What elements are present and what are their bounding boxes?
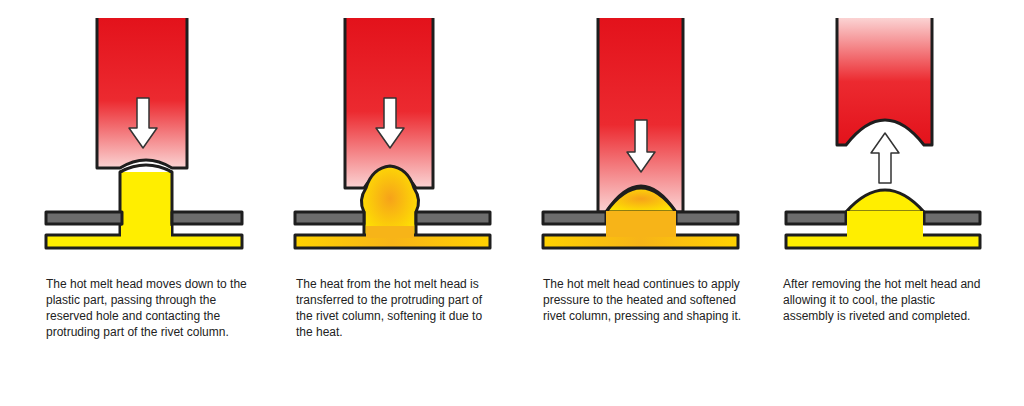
step-caption: After removing the hot melt head and all… xyxy=(783,276,988,324)
step-caption: The heat from the hot melt head is trans… xyxy=(296,276,501,340)
step-caption: The hot melt head moves down to the plas… xyxy=(46,276,251,340)
step-caption: The hot melt head continues to apply pre… xyxy=(543,276,748,324)
